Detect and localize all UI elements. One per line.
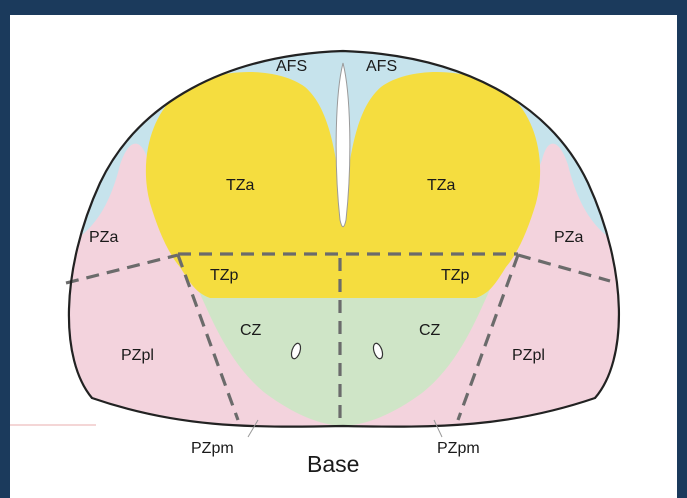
pzpm-right-leader (433, 419, 443, 438)
label-base: Base (307, 451, 359, 477)
dashed-line-right-oblique (456, 254, 520, 421)
diagram-frame: AFS AFS TZa TZa PZa PZa TZp TZp CZ CZ PZ… (10, 15, 677, 498)
label-tzp-right: TZp (441, 267, 470, 284)
label-afs-left: AFS (276, 58, 307, 75)
label-pzpm-right: PZpm (437, 440, 480, 457)
pzpm-left-leader (247, 419, 259, 438)
duct-oval-right (372, 342, 384, 360)
label-pzpm-left: PZpm (191, 440, 234, 457)
label-tzp-left: TZp (210, 267, 239, 284)
label-tza-left: TZa (226, 177, 255, 194)
transition-zone-right-region (343, 72, 541, 298)
urethra-slit (335, 62, 351, 228)
label-afs-right: AFS (366, 58, 397, 75)
dashed-line-left-lateral (65, 253, 179, 285)
central-zone-region (196, 285, 492, 426)
label-pzpl-left: PZpl (121, 347, 154, 364)
transition-zone-left-region (145, 72, 343, 298)
label-pza-right: PZa (554, 229, 583, 246)
gland-outline (67, 49, 620, 428)
prostate-zone-diagram: AFS AFS TZa TZa PZa PZa TZp TZp CZ CZ PZ… (10, 49, 620, 477)
duct-oval-left (290, 342, 302, 360)
dashed-line-left-oblique (176, 254, 240, 421)
label-tza-right: TZa (427, 177, 456, 194)
dashed-line-right-lateral (517, 253, 611, 283)
label-pzpl-right: PZpl (512, 347, 545, 364)
label-pza-left: PZa (89, 229, 118, 246)
label-cz-left: CZ (240, 322, 262, 339)
label-cz-right: CZ (419, 322, 441, 339)
